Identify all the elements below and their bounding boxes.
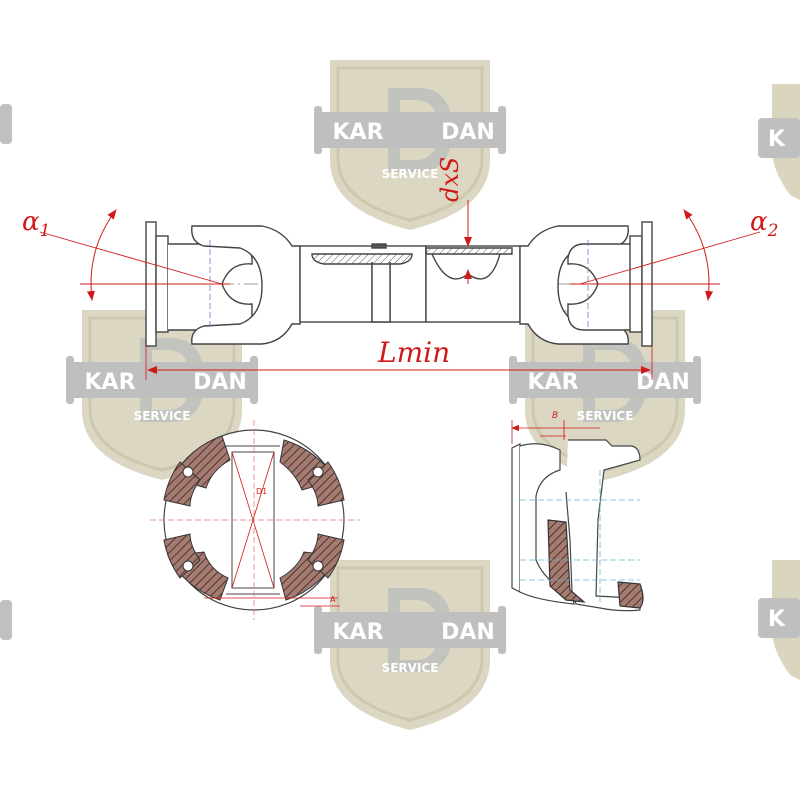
watermark-tagline: SERVICE [382, 661, 439, 675]
watermark-brand-right: DAN [441, 120, 495, 145]
yoke-hatched-wall [547, 519, 586, 603]
watermark-brand-right: DAN [193, 370, 247, 395]
flange-face-view: D1 A [150, 420, 360, 620]
main-tube [425, 245, 521, 323]
watermark-tagline: SERVICE [382, 167, 439, 181]
right-shaft-yoke [519, 225, 629, 345]
alpha1-arc [86, 209, 117, 301]
watermark-brand-left: KAR [527, 370, 578, 395]
svg-text:K: K [768, 607, 786, 632]
lmin-label: Lmin [377, 336, 450, 369]
watermark-edge-left-top [0, 104, 12, 144]
driveshaft-side-view [100, 221, 700, 347]
alpha2-arc [683, 209, 714, 301]
watermark-brand-left: KAR [332, 120, 383, 145]
svg-text:K: K [768, 127, 786, 152]
a-label: A [330, 595, 336, 604]
d1-label: D1 [256, 487, 267, 496]
dxs-label: dxS [436, 157, 464, 202]
alpha1-label: α1 [22, 207, 50, 241]
yoke-section-view [511, 420, 644, 612]
watermark-edge-right-bottom: K [758, 560, 800, 680]
watermark-mid-left: KAR DAN SERVICE [64, 308, 260, 482]
left-shaft-yoke [191, 225, 301, 345]
watermark-edge-right-top: K [758, 84, 800, 200]
watermark-top-center: KAR DAN SERVICE [312, 58, 508, 232]
b-label: B [552, 411, 558, 421]
watermark-brand-left: KAR [84, 370, 135, 395]
watermark-edge-left-bottom [0, 600, 12, 640]
watermark-brand-left: KAR [332, 620, 383, 645]
dimension-annotations [39, 200, 761, 380]
watermark-mid-right: KAR DAN SERVICE [507, 308, 703, 482]
watermark-tagline: SERVICE [577, 409, 634, 423]
alpha2-label: α2 [750, 207, 778, 241]
watermark-bottom-center: KAR DAN SERVICE [312, 558, 508, 732]
watermark-brand-right: DAN [441, 620, 495, 645]
watermark-tagline: SERVICE [134, 409, 191, 423]
watermark-brand-right: DAN [636, 370, 690, 395]
